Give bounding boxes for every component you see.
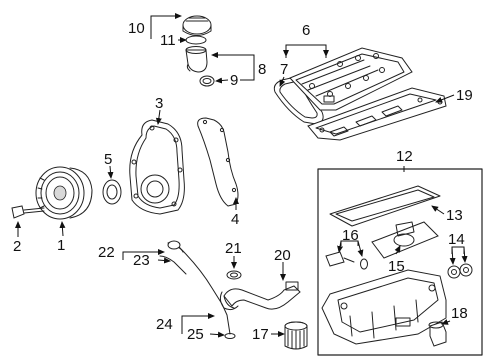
pan-bolts bbox=[447, 263, 473, 279]
oil-filler-tube bbox=[185, 46, 208, 73]
timing-cover-gasket bbox=[197, 117, 239, 207]
callout-14: 14 bbox=[448, 231, 465, 248]
callout-3: 3 bbox=[155, 95, 163, 112]
callout-12: 12 bbox=[396, 148, 413, 165]
callout-20: 20 bbox=[274, 247, 291, 264]
oil-dipstick bbox=[167, 240, 231, 335]
front-seal bbox=[102, 179, 122, 205]
callout-25: 25 bbox=[187, 326, 204, 343]
oil-pan bbox=[321, 269, 447, 345]
dipstick-seal bbox=[159, 255, 187, 275]
callout-23: 23 bbox=[133, 252, 150, 269]
oil-pan-plug bbox=[428, 321, 447, 347]
callout-22: 22 bbox=[98, 244, 115, 261]
oil-pan-gasket bbox=[329, 185, 441, 227]
callout-13: 13 bbox=[446, 207, 463, 224]
callout-15: 15 bbox=[388, 258, 405, 275]
tube-grommet bbox=[226, 270, 242, 280]
callout-1: 1 bbox=[57, 237, 65, 254]
callout-5: 5 bbox=[104, 151, 112, 168]
callout-7: 7 bbox=[280, 61, 288, 78]
valley-cover bbox=[307, 87, 447, 141]
callout-6: 6 bbox=[302, 22, 310, 39]
callout-18: 18 bbox=[451, 305, 468, 322]
callout-16: 16 bbox=[342, 227, 359, 244]
callout-9: 9 bbox=[230, 72, 238, 89]
callout-2: 2 bbox=[13, 238, 21, 255]
oil-pickup-tube bbox=[219, 281, 301, 311]
balancer-bolt bbox=[11, 205, 45, 219]
timing-cover bbox=[129, 119, 185, 215]
callout-21: 21 bbox=[225, 240, 242, 257]
valve-cover bbox=[289, 47, 413, 111]
callout-19: 19 bbox=[456, 87, 473, 104]
callout-17: 17 bbox=[252, 326, 269, 343]
oil-filler-cap bbox=[182, 15, 212, 36]
callout-8: 8 bbox=[258, 61, 266, 78]
oil-pan-group-box bbox=[317, 168, 483, 356]
leader-lines bbox=[15, 13, 468, 338]
callout-labels: 10 11 6 7 8 9 19 3 5 4 1 2 12 13 16 14 1… bbox=[13, 20, 473, 343]
callout-24: 24 bbox=[156, 316, 173, 333]
callout-10: 10 bbox=[128, 20, 145, 37]
oil-filter bbox=[284, 321, 308, 350]
oil-baffle bbox=[371, 221, 439, 259]
dipstick-o-ring bbox=[224, 333, 236, 339]
crankshaft-balancer bbox=[35, 166, 93, 220]
pan-fitting bbox=[325, 251, 368, 270]
callout-11: 11 bbox=[160, 32, 176, 49]
callout-4: 4 bbox=[231, 211, 239, 228]
cap-seal-ring bbox=[185, 35, 207, 45]
tube-o-ring bbox=[199, 75, 215, 87]
